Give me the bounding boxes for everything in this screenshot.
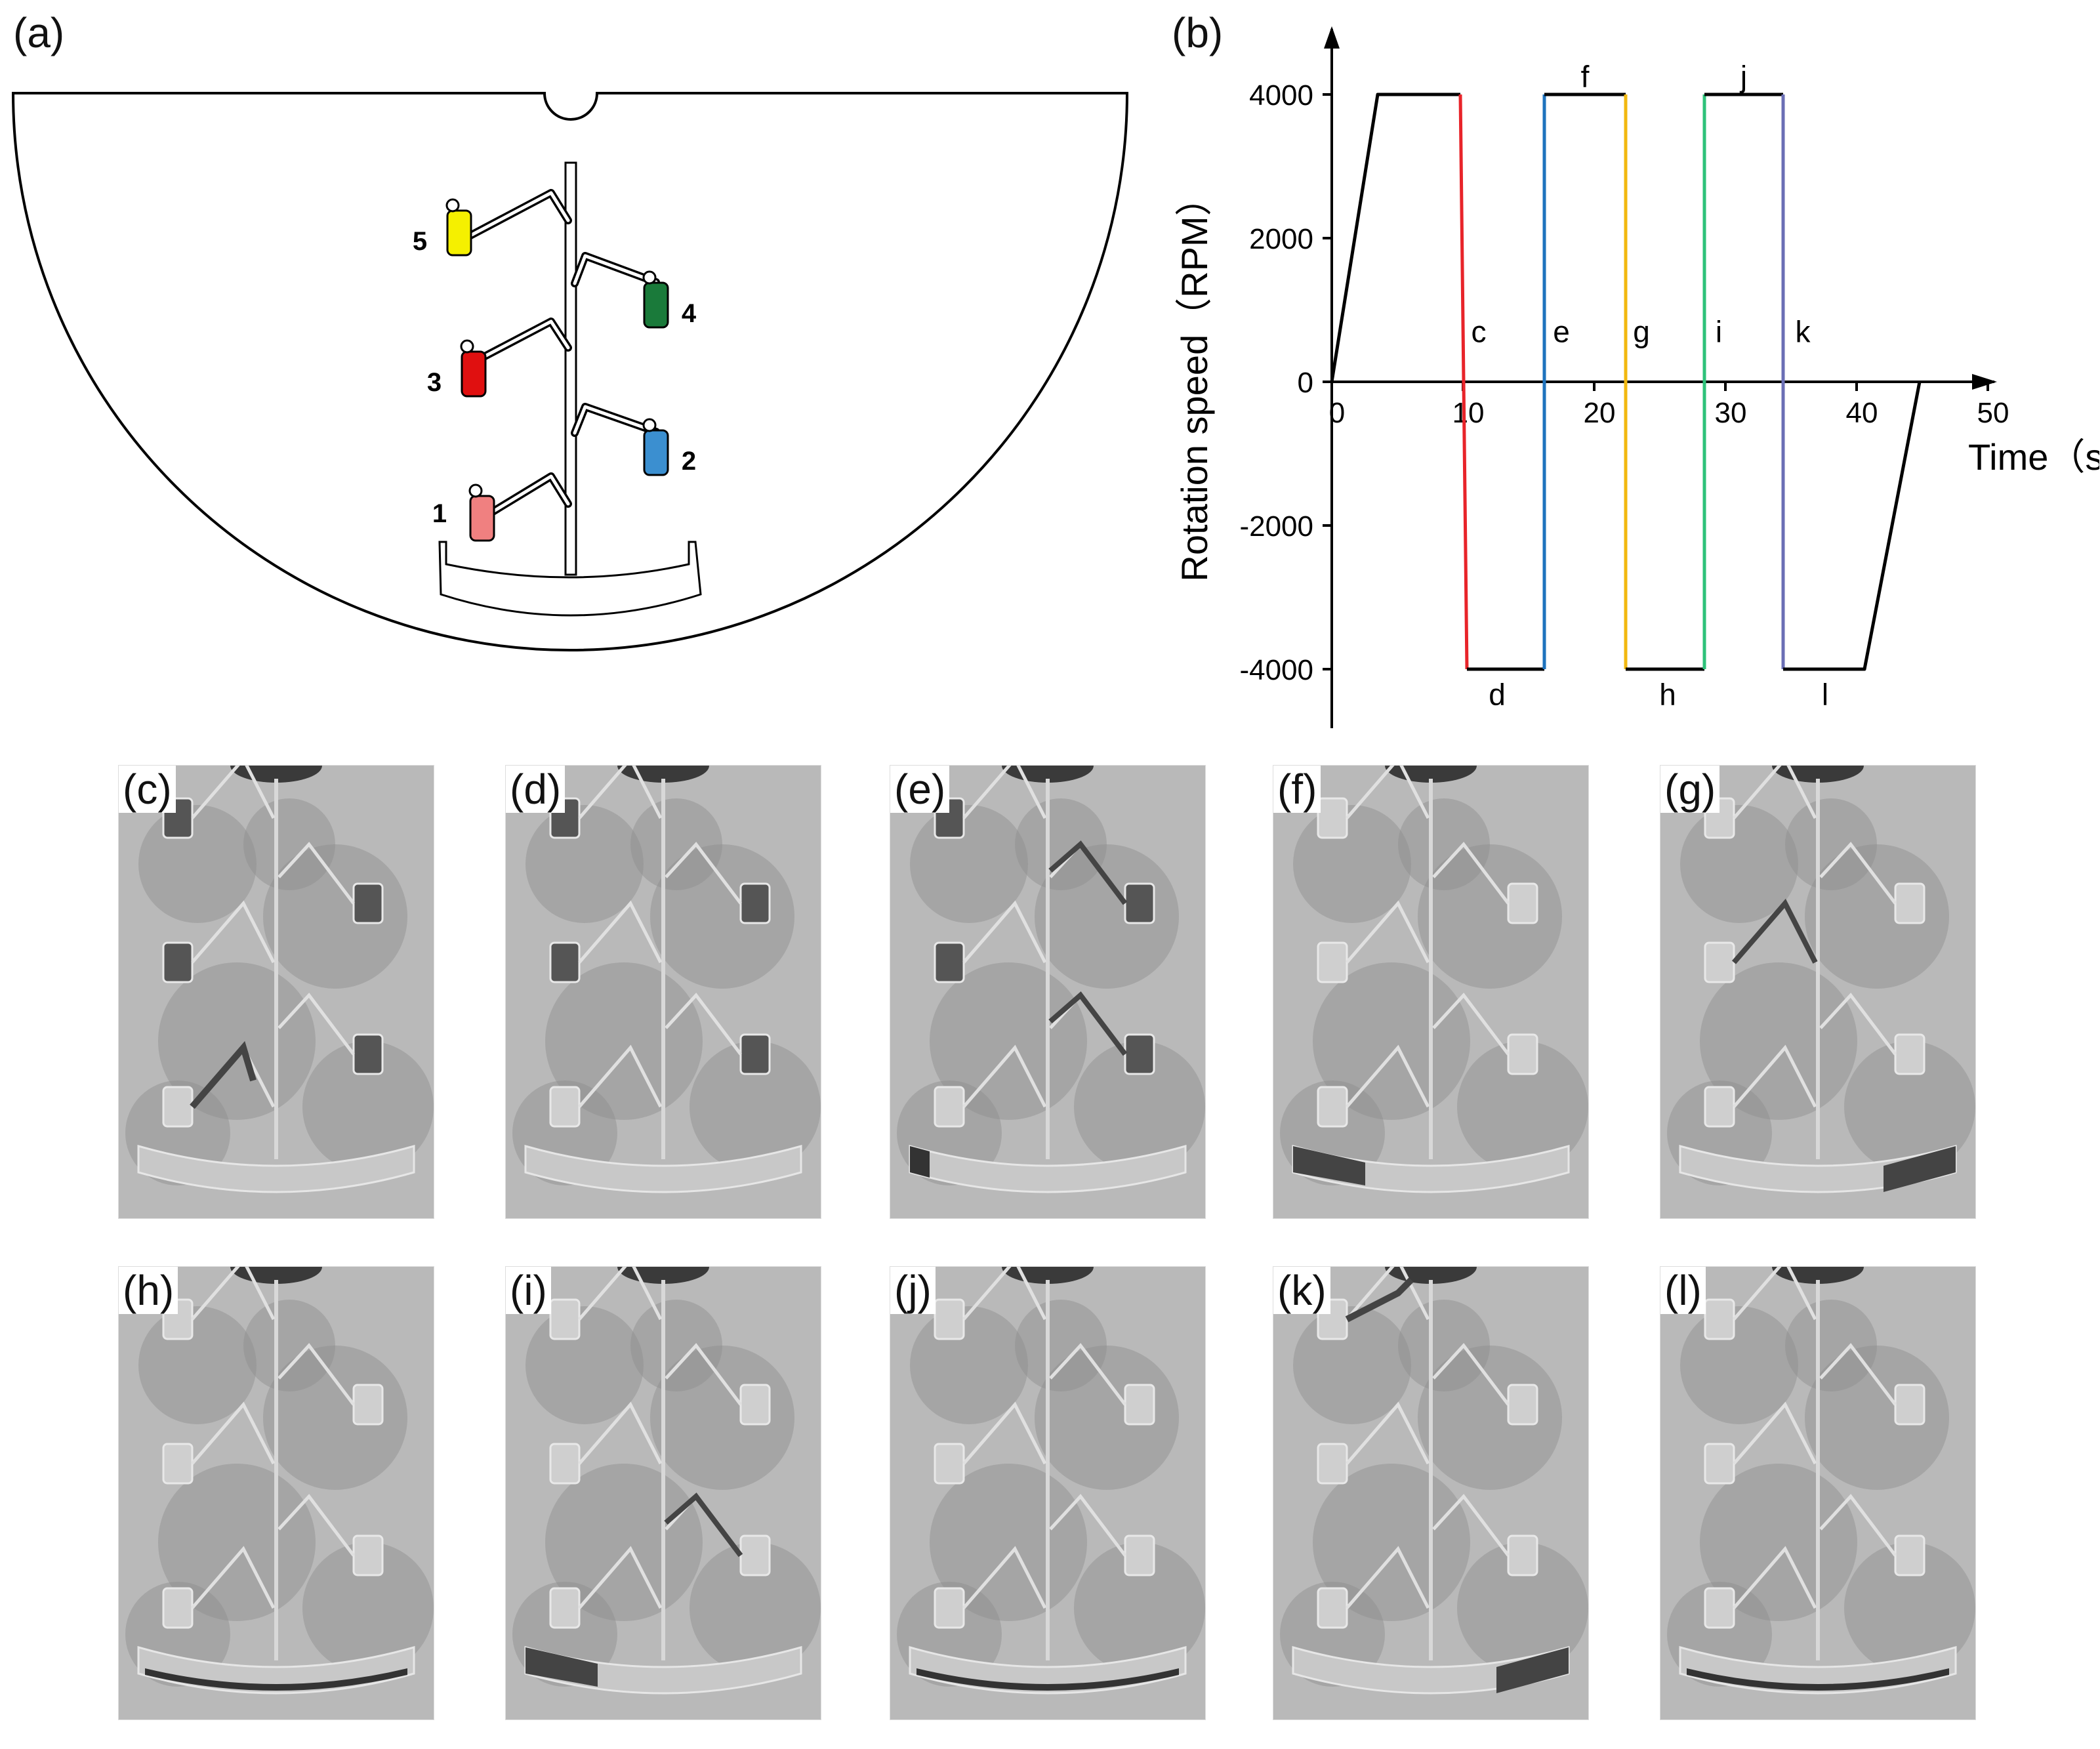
chamber-vent-1 xyxy=(468,484,483,498)
photo-panel-l: (l) xyxy=(1660,1266,1976,1720)
chamber-number-3: 3 xyxy=(427,368,442,397)
chamber-5 xyxy=(446,209,472,257)
panel-a-label: (a) xyxy=(9,9,69,56)
photo-label: (j) xyxy=(890,1267,936,1314)
chamber-number-4: 4 xyxy=(682,299,697,328)
x-tick-label: 20 xyxy=(1584,397,1616,429)
chamber-2 xyxy=(643,429,669,476)
chamber-number-5: 5 xyxy=(413,227,427,256)
rotation-speed-chart: -4000 -2000 0 2000 4000 0 10 20 30 40 50 c d e f g h i j k… xyxy=(1174,26,2099,728)
x-axis-label: Time（s） xyxy=(1968,436,2099,478)
photo-label: (f) xyxy=(1273,766,1321,813)
speed-segment-10 xyxy=(1783,381,1922,671)
annotation-d: d xyxy=(1489,677,1506,711)
y-tick-label: -4000 xyxy=(1239,654,1313,686)
panel-b-label: (b) xyxy=(1168,9,1227,56)
chamber-3 xyxy=(461,350,487,398)
speed-segment-1 xyxy=(1458,94,1469,670)
x-axis-arrow xyxy=(1972,374,1997,390)
x-tick-label: 40 xyxy=(1846,397,1878,429)
y-axis-label: Rotation speed（RPM） xyxy=(1174,179,1215,581)
chamber-vent-2 xyxy=(642,418,657,432)
chamber-vent-4 xyxy=(642,270,657,285)
photo-panel-e: (e) xyxy=(890,765,1206,1219)
photo-label: (k) xyxy=(1273,1267,1330,1314)
photo-panel-j: (j) xyxy=(890,1266,1206,1720)
annotation-k: k xyxy=(1796,314,1811,348)
photo-label: (e) xyxy=(890,766,950,813)
photo-panel-g: (g) xyxy=(1660,765,1976,1219)
annotation-l: l xyxy=(1822,677,1828,711)
disc-outline xyxy=(11,92,1129,651)
photo-panel-d: (d) xyxy=(505,765,821,1219)
x-tick-label: 50 xyxy=(1977,397,2009,429)
photo-panel-f: (f) xyxy=(1273,765,1589,1219)
photo-label: (h) xyxy=(119,1267,178,1314)
annotation-e: e xyxy=(1553,314,1570,348)
photo-label: (c) xyxy=(119,766,176,813)
annotation-c: c xyxy=(1472,314,1487,348)
chamber-vent-3 xyxy=(460,339,474,354)
y-tick-label: 4000 xyxy=(1249,79,1313,112)
microfluidic-disc-diagram: 1 2 3 4 5 xyxy=(11,92,1129,651)
photo-panel-i: (i) xyxy=(505,1266,821,1720)
annotation-i: i xyxy=(1716,314,1722,348)
chamber-number-1: 1 xyxy=(432,499,447,528)
annotation-f: f xyxy=(1581,60,1590,94)
photo-label: (g) xyxy=(1660,766,1720,813)
speed-segment-0 xyxy=(1330,93,1460,382)
y-tick-label: 2000 xyxy=(1249,223,1313,255)
photo-panel-c: (c) xyxy=(118,765,434,1219)
photo-label: (l) xyxy=(1660,1267,1706,1314)
photo-label: (d) xyxy=(506,766,566,813)
annotation-g: g xyxy=(1633,314,1650,348)
chamber-number-2: 2 xyxy=(682,447,696,476)
chamber-4 xyxy=(643,281,669,329)
annotation-h: h xyxy=(1659,677,1676,711)
chamber-1 xyxy=(469,495,495,542)
annotation-j: j xyxy=(1739,60,1747,94)
y-tick-label: -2000 xyxy=(1239,510,1313,543)
y-tick-label: 0 xyxy=(1298,367,1313,399)
y-axis-arrow xyxy=(1324,26,1340,49)
chamber-vent-5 xyxy=(445,198,460,213)
photo-panel-h: (h) xyxy=(118,1266,434,1720)
main-channel xyxy=(564,161,577,576)
x-tick-label: 30 xyxy=(1715,397,1747,429)
x-tick-label: 10 xyxy=(1452,397,1485,429)
x-tick-label: 0 xyxy=(1329,397,1345,429)
waste-chamber xyxy=(438,541,702,617)
photo-panel-k: (k) xyxy=(1273,1266,1589,1720)
photo-label: (i) xyxy=(506,1267,551,1314)
